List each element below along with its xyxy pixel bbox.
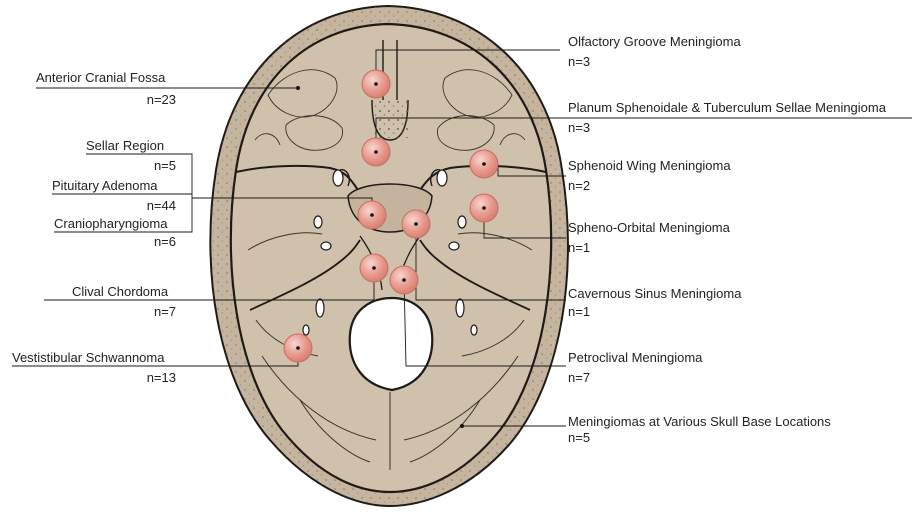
cribriform-plate (372, 100, 408, 138)
label-olfactory-groove-meningioma: Olfactory Groove Meningioma (568, 34, 741, 49)
marker-sellar (358, 201, 386, 229)
count-olfactory-groove-meningioma: n=3 (568, 54, 590, 69)
label-sphenoid-wing-meningioma: Sphenoid Wing Meningioma (568, 158, 731, 173)
count-clival-chordoma: n=7 (154, 304, 176, 319)
count-sellar-region: n=5 (154, 158, 176, 173)
cranial-floor (231, 24, 551, 492)
marker-planum-sphenoidale (362, 138, 390, 166)
marker-sphenoid-wing (470, 150, 498, 178)
marker-anterior-fossa (296, 86, 300, 90)
count-planum-sphenoidale-meningioma: n=3 (568, 120, 590, 135)
label-anterior-cranial-fossa: Anterior Cranial Fossa (36, 70, 166, 85)
marker-olfactory-groove (362, 70, 390, 98)
foramen-magnum (350, 298, 432, 390)
marker-skull-base-various (460, 424, 464, 428)
marker-cavernous-sinus (402, 210, 430, 238)
count-spheno-orbital-meningioma: n=1 (568, 240, 590, 255)
label-craniopharyngioma: Craniopharyngioma (54, 216, 168, 231)
label-planum-sphenoidale-meningioma: Planum Sphenoidale & Tuberculum Sellae M… (568, 100, 887, 115)
label-pituitary-adenoma: Pituitary Adenoma (52, 178, 158, 193)
marker-clival (360, 254, 388, 282)
count-anterior-cranial-fossa: n=23 (147, 92, 176, 107)
count-skull-base-meningiomas: n=5 (568, 430, 590, 445)
count-cavernous-sinus-meningioma: n=1 (568, 304, 590, 319)
label-clival-chordoma: Clival Chordoma (72, 284, 169, 299)
label-sellar-region: Sellar Region (86, 138, 164, 153)
count-craniopharyngioma: n=6 (154, 234, 176, 249)
label-skull-base-meningiomas: Meningiomas at Various Skull Base Locati… (568, 414, 831, 429)
marker-vestibular-schwannoma (284, 334, 312, 362)
label-cavernous-sinus-meningioma: Cavernous Sinus Meningioma (568, 286, 742, 301)
labels-left: Anterior Cranial Fossa n=23 Sellar Regio… (12, 70, 176, 385)
labels-right: Olfactory Groove Meningioma n=3 Planum S… (568, 34, 887, 445)
count-pituitary-adenoma: n=44 (147, 198, 176, 213)
count-vestibular-schwannoma: n=13 (147, 370, 176, 385)
label-petroclival-meningioma: Petroclival Meningioma (568, 350, 703, 365)
label-vestibular-schwannoma: Vestistibular Schwannoma (12, 350, 165, 365)
marker-petroclival (390, 266, 418, 294)
marker-spheno-orbital (470, 194, 498, 222)
count-petroclival-meningioma: n=7 (568, 370, 590, 385)
label-spheno-orbital-meningioma: Spheno-Orbital Meningioma (568, 220, 731, 235)
count-sphenoid-wing-meningioma: n=2 (568, 178, 590, 193)
